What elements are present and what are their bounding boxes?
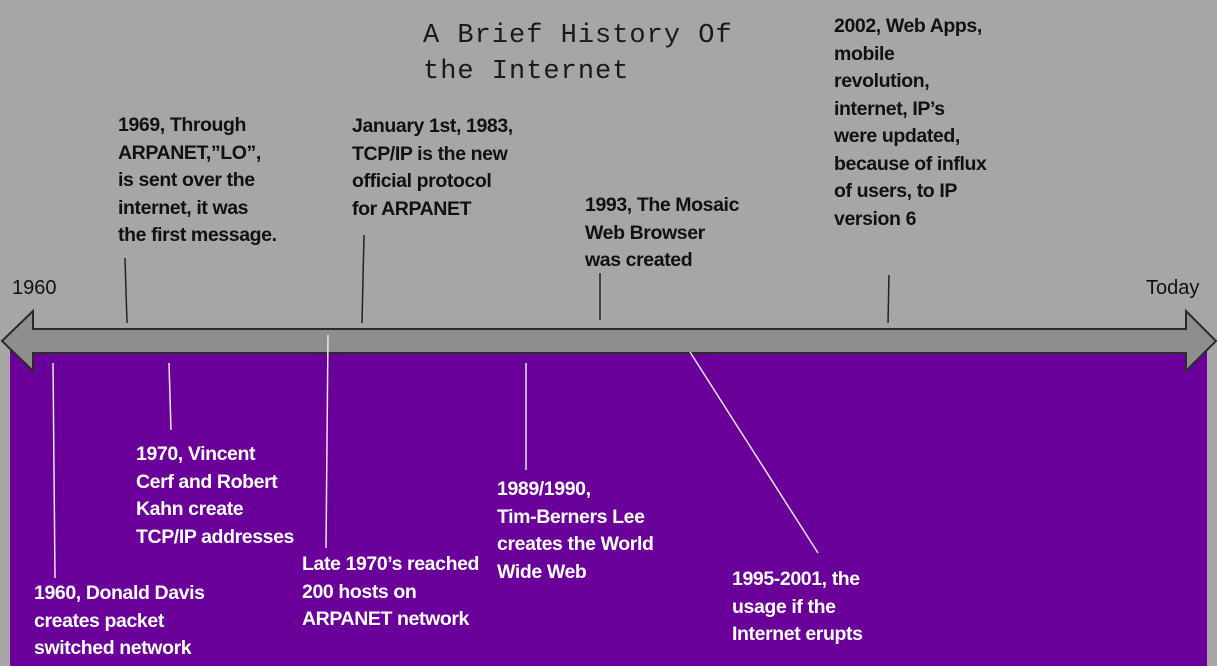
event-1960: 1960, Donald Davis creates packet switch… bbox=[34, 582, 205, 659]
event-2002: 2002, Web Apps, mobile revolution, inter… bbox=[834, 15, 987, 230]
page-title: A Brief History Of the Internet bbox=[423, 21, 733, 87]
connector-1969 bbox=[124, 257, 128, 324]
timeline-arrow bbox=[0, 308, 1217, 374]
event-1993: 1993, The Mosaic Web Browser was created bbox=[585, 194, 740, 271]
connector-1960 bbox=[52, 362, 56, 579]
bottom-panel bbox=[10, 340, 1207, 666]
top-panel bbox=[0, 0, 1217, 340]
event-late-1970s: Late 1970’s reached 200 hosts on ARPANET… bbox=[302, 553, 480, 630]
connector-late1970s bbox=[325, 334, 329, 549]
connector-1983 bbox=[361, 234, 365, 324]
event-1970: 1970, Vincent Cerf and Robert Kahn creat… bbox=[136, 443, 294, 548]
event-1969: 1969, Through ARPANET,”LO”, is sent over… bbox=[118, 114, 277, 246]
event-1983: January 1st, 1983, TCP/IP is the new off… bbox=[352, 115, 513, 220]
timeline-start-label: 1960 bbox=[12, 277, 57, 299]
event-1989: 1989/1990, Tim-Berners Lee creates the W… bbox=[497, 478, 654, 583]
timeline-end-label: Today bbox=[1146, 277, 1200, 299]
connector-1970 bbox=[168, 362, 172, 431]
event-1995: 1995-2001, the usage if the Internet eru… bbox=[732, 568, 863, 645]
connector-2002 bbox=[887, 274, 890, 324]
connector-1995 bbox=[689, 351, 819, 554]
